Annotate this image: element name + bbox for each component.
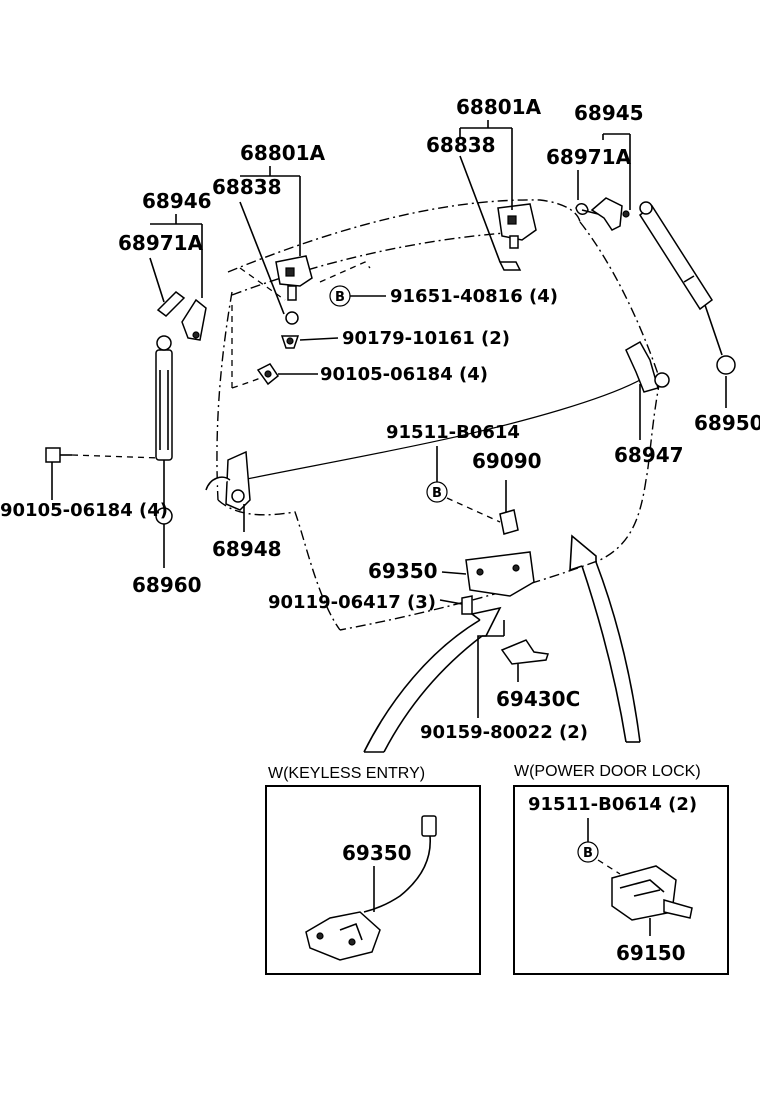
bolt-90105-left [45,447,72,463]
arrow-power-lock [569,534,641,743]
inset-keyless-entry: W(KEYLESS ENTRY) 69350 [265,765,481,975]
hinge-right-68801a [497,203,537,271]
label-69090: 69090 [472,449,542,473]
label-91511-main: 91511-B0614 [386,422,520,443]
striker-69430c [500,620,549,665]
switch-69090 [499,509,519,535]
label-91651: 91651-40816 (4) [390,286,558,307]
label-90105-left: 90105-06184 (4) [0,500,168,521]
inset-power-door-lock: W(POWER DOOR LOCK) 91511-B0614 (2) B 691… [513,763,729,975]
label-68948: 68948 [212,537,282,561]
leader-lines [51,120,727,718]
label-68971a-right: 68971A [546,145,632,169]
bracket-68948 [205,450,251,511]
label-68838-left: 68838 [212,175,282,199]
label-68945: 68945 [574,101,644,125]
label-68950: 68950 [694,411,760,435]
bracket-left-68971a [156,291,207,341]
label-68960: 68960 [132,573,202,597]
label-68971a-left: 68971A [118,231,204,255]
inset-power-bolt-label: 91511-B0614 (2) [528,794,697,815]
bolt-90105-upper [256,363,280,386]
svg-text:B: B [335,290,345,305]
right-gas-strut [638,201,736,375]
left-gas-strut [155,335,173,525]
hinge-left-68801a [275,255,313,325]
label-68838-right: 68838 [426,133,496,157]
svg-text:B: B [583,846,593,861]
b-marker-inset: B [577,841,599,863]
lock-69350 [461,551,535,615]
label-68947: 68947 [614,443,684,467]
label-90105-upper: 90105-06184 (4) [320,364,488,385]
bolt-90179 [280,335,300,349]
b-marker-91651: B [329,285,351,307]
label-90159: 90159-80022 (2) [420,722,588,743]
arrow-keyless [363,606,502,753]
label-69430c: 69430C [496,687,580,711]
inset-power-caption: W(POWER DOOR LOCK) [514,763,701,780]
inset-power-part-label: 69150 [616,941,686,965]
bracket-right-68971a [575,197,630,231]
bracket-68947 [625,340,670,393]
label-68801a-left: 68801A [240,141,326,165]
svg-text:B: B [432,486,442,501]
inset-keyless-part-label: 69350 [342,841,412,865]
inset-keyless-caption: W(KEYLESS ENTRY) [268,765,425,782]
label-90119: 90119-06417 (3) [268,592,436,613]
label-68946: 68946 [142,189,212,213]
label-69350-main: 69350 [368,559,438,583]
b-marker-91511: B [426,481,448,503]
label-90179: 90179-10161 (2) [342,328,510,349]
label-68801a-right: 68801A [456,95,542,119]
